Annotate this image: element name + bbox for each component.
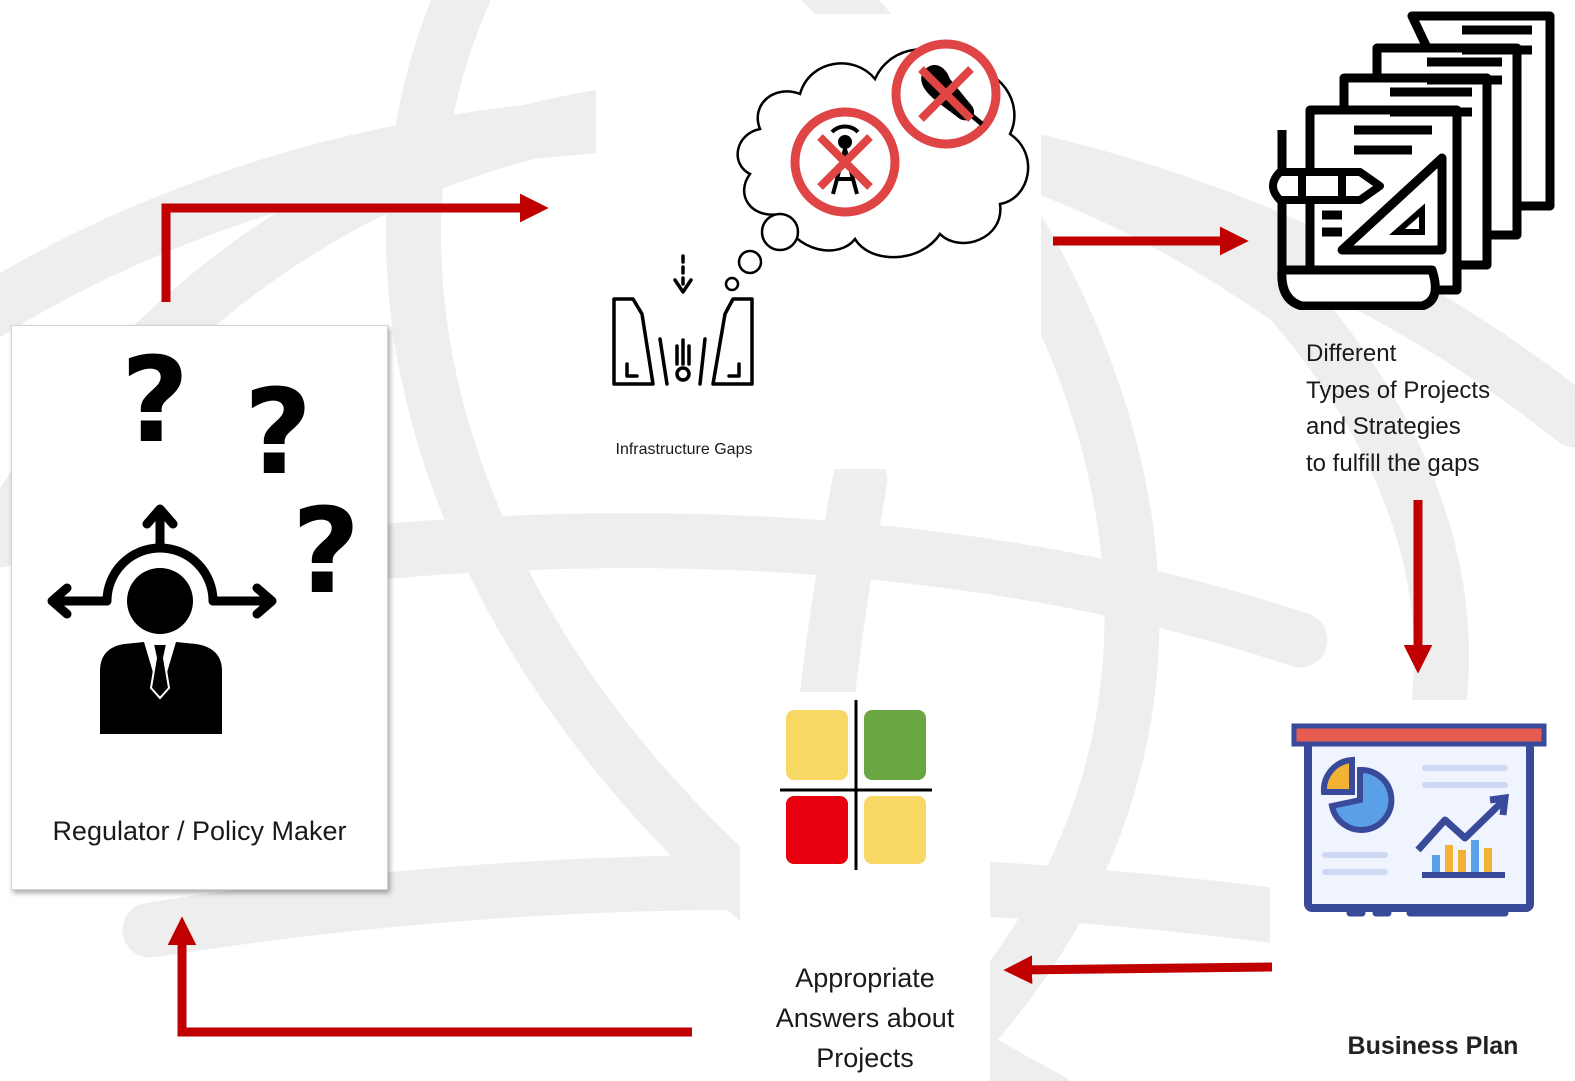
presentation-board-icon	[1291, 723, 1547, 917]
thought-cloud-icon	[724, 39, 1030, 292]
regulator-label: Regulator / Policy Maker	[52, 816, 347, 846]
business-plan-label: Business Plan	[1347, 1032, 1519, 1060]
projects-label-line: and Strategies	[1306, 413, 1461, 440]
projects-label-line: Types of Projects	[1306, 376, 1491, 404]
svg-text:?: ?	[244, 363, 312, 501]
gaps-label: Infrastructure Gaps	[615, 441, 753, 458]
business-plan-node	[1290, 720, 1550, 930]
svg-text:?: ?	[292, 482, 360, 620]
answers-node	[780, 700, 932, 870]
arrow-regulator-to-gaps	[161, 193, 549, 302]
answers-label-line: Answers about	[775, 1003, 955, 1033]
answers-label: Appropriate Answers about Projects	[745, 958, 985, 1078]
arrow-plan-to-answers	[1003, 955, 1273, 985]
gaps-node	[600, 14, 1040, 394]
projects-label-line: to fulfill the gaps	[1306, 449, 1480, 477]
projects-node	[1262, 10, 1562, 311]
svg-text:?: ?	[121, 331, 189, 469]
quadrant-matrix-icon	[780, 700, 932, 870]
person-decision-icon: ? ? ?	[47, 331, 360, 734]
projects-label: Different Types of Projects and Strategi…	[1306, 336, 1566, 482]
project-documents-icon	[1269, 11, 1555, 311]
broken-bridge-icon	[612, 254, 754, 386]
regulator-card: ? ? ? Regulator / Policy Maker	[11, 325, 388, 890]
answers-label-line: Appropriate	[795, 963, 935, 993]
arrow-answers-to-regulator	[167, 916, 692, 1037]
answers-label-line: Projects	[816, 1043, 914, 1073]
projects-label-line: Different	[1306, 340, 1397, 367]
